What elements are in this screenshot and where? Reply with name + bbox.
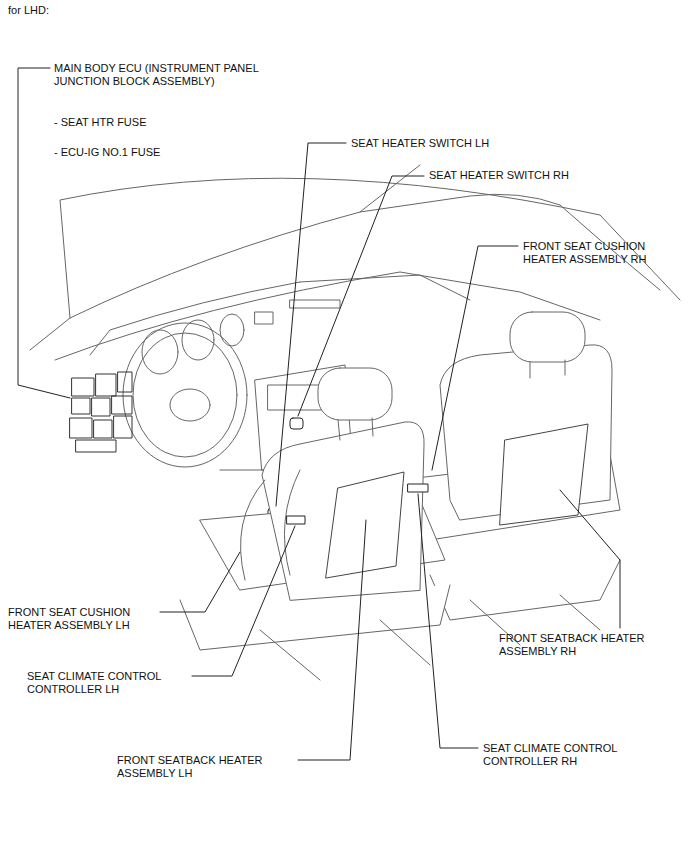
drawing-stroke	[72, 378, 94, 396]
lh-seat	[180, 368, 450, 680]
drawing-stroke	[220, 314, 244, 346]
drawing-stroke	[92, 398, 110, 416]
drawing-stroke	[318, 368, 392, 420]
drawing-stroke	[530, 360, 565, 378]
part-label: FRONT SEAT CUSHION HEATER ASSEMBLY RH	[523, 240, 673, 266]
part-label: SEAT CLIMATE CONTROL CONTROLLER RH	[483, 742, 653, 768]
drawing-stroke	[298, 176, 424, 416]
drawing-stroke	[418, 494, 478, 748]
drawing-stroke	[160, 552, 240, 612]
junction-block	[70, 372, 132, 452]
drawing-stroke	[30, 194, 560, 350]
drawing-stroke	[114, 416, 132, 438]
steering-wheel	[123, 323, 247, 467]
drawing-stroke	[290, 418, 303, 429]
drawing-stroke	[430, 560, 620, 620]
drawing-stroke	[408, 484, 428, 492]
part-label: SEAT HEATER SWITCH RH	[429, 169, 629, 182]
drawing-stroke	[500, 424, 588, 525]
part-label: - ECU-IG NO.1 FUSE	[54, 146, 254, 159]
part-label: FRONT SEATBACK HEATER ASSEMBLY RH	[499, 632, 674, 658]
drawing-stroke	[276, 143, 346, 506]
drawing-stroke	[96, 374, 116, 396]
drawing-stroke	[90, 282, 300, 355]
drawing-stroke	[72, 398, 90, 414]
drawing-stroke	[360, 165, 420, 212]
drawing-stroke	[192, 526, 295, 676]
drawing-stroke	[123, 323, 247, 467]
part-label: FRONT SEATBACK HEATER ASSEMBLY LH	[117, 754, 292, 780]
drawing-stroke	[326, 472, 404, 578]
seat-climate-controllers	[287, 484, 428, 524]
drawing-stroke	[70, 418, 92, 438]
drawing-stroke	[260, 630, 320, 680]
part-label: FRONT SEAT CUSHION HEATER ASSEMBLY LH	[8, 606, 158, 632]
drawing-stroke	[380, 620, 430, 665]
drawing-stroke	[290, 300, 340, 308]
drawing-stroke	[133, 333, 237, 457]
drawing-stroke	[287, 516, 305, 524]
drawing-stroke	[255, 312, 273, 324]
drawing-stroke	[76, 440, 116, 452]
part-label: MAIN BODY ECU (INSTRUMENT PANEL JUNCTION…	[54, 62, 304, 88]
drawing-stroke	[60, 178, 680, 318]
drawing-stroke	[170, 389, 210, 421]
drawing-stroke	[560, 595, 600, 630]
drawing-stroke	[112, 396, 132, 414]
drawing-stroke	[118, 372, 132, 392]
part-label: SEAT CLIMATE CONTROL CONTROLLER LH	[27, 670, 187, 696]
drawing-stroke	[338, 418, 373, 440]
drawing-stroke	[94, 420, 112, 438]
drawing-stroke	[241, 470, 301, 580]
part-label: - SEAT HTR FUSE	[54, 116, 254, 129]
drawing-stroke	[300, 275, 470, 300]
drawing-stroke	[432, 246, 518, 470]
part-label: SEAT HEATER SWITCH LH	[351, 137, 551, 150]
drawing-stroke	[560, 490, 620, 628]
drawing-stroke	[298, 520, 366, 760]
drawing-stroke	[510, 312, 585, 362]
page-title: for LHD:	[8, 4, 49, 17]
